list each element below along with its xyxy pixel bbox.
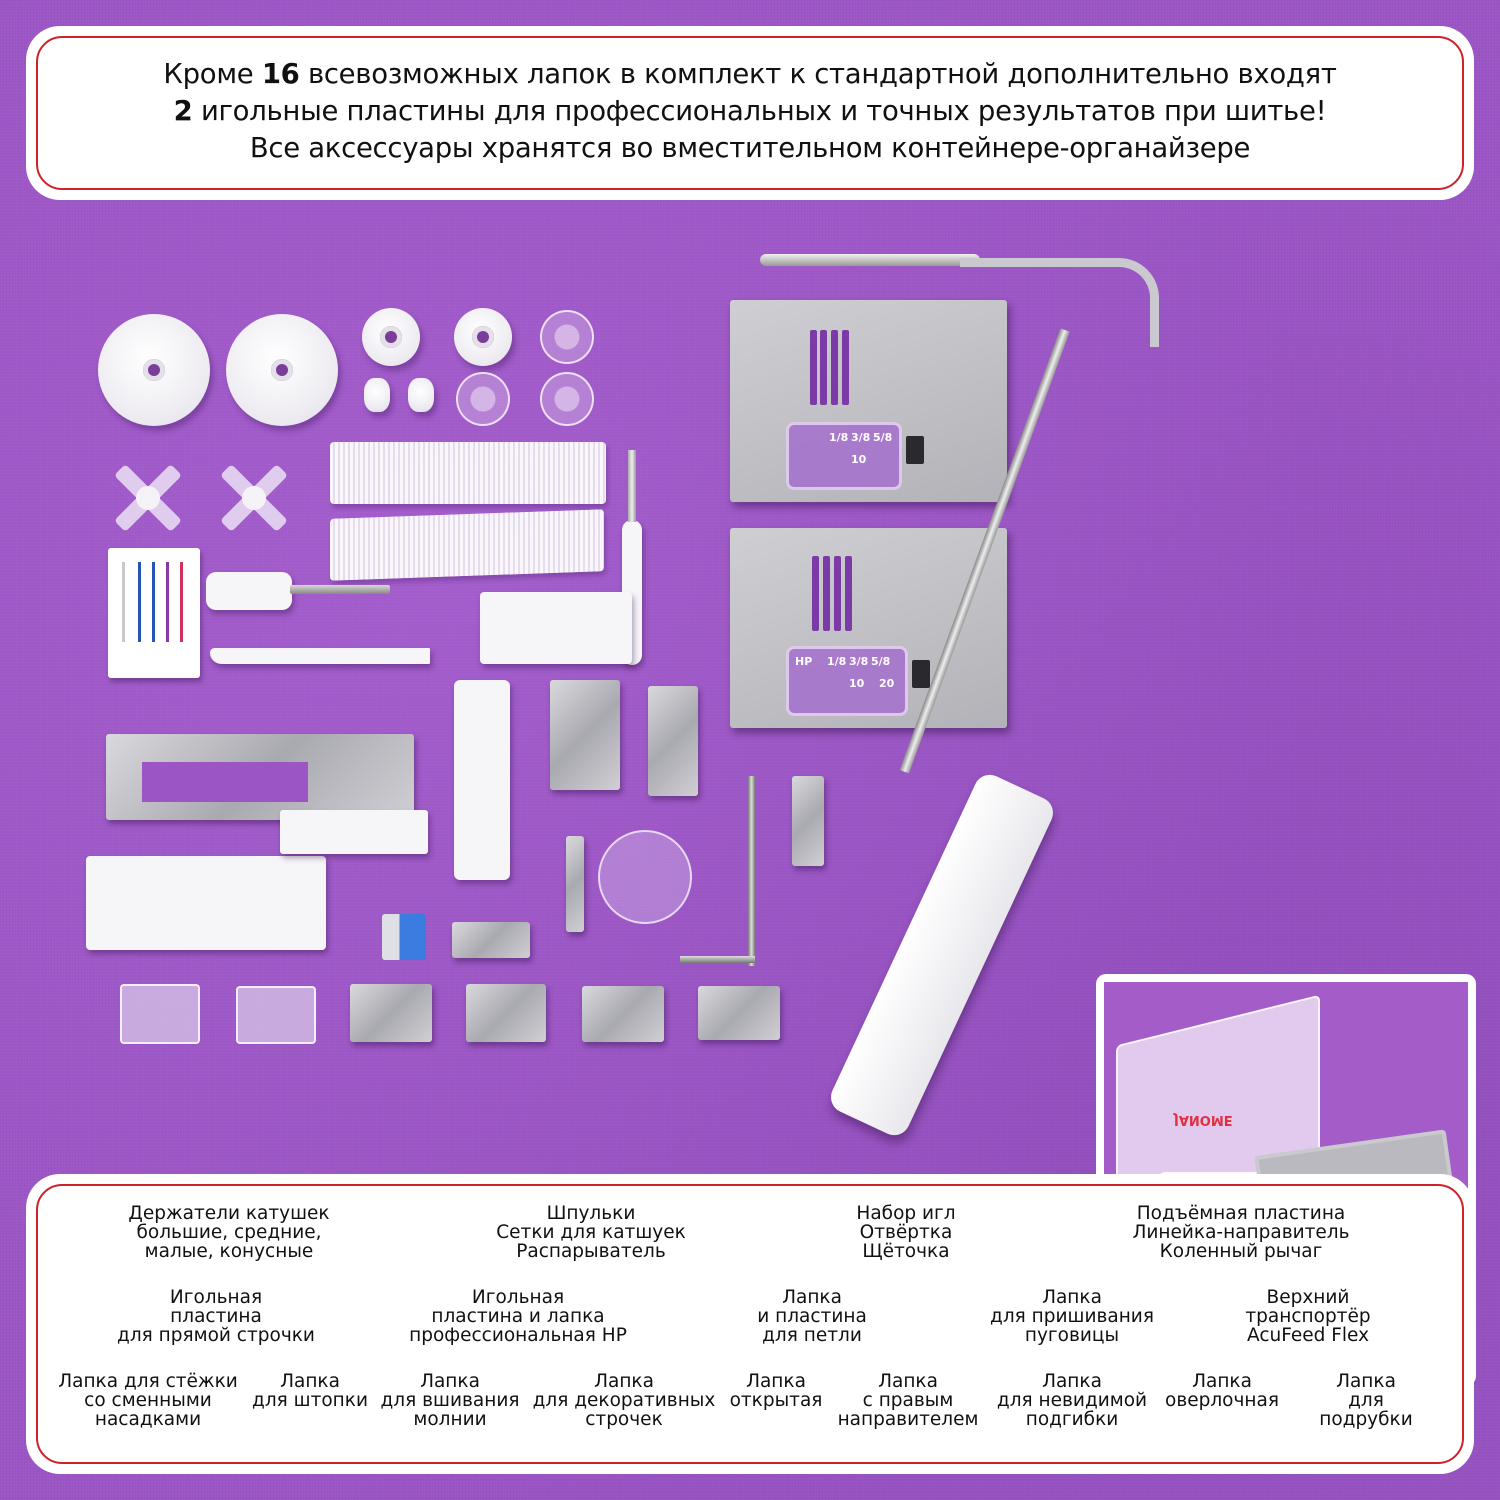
spool-holder-small (364, 378, 390, 412)
buttonhole-foot (86, 856, 326, 950)
legend-hp-plate: Игольная пластина и лапка профессиональн… (409, 1287, 627, 1346)
header-line-1: Кроме 16 всевозможных лапок в комплект к… (163, 58, 1337, 90)
legend-blind-hem-foot: Лапка для невидимой подгибки (996, 1371, 1148, 1430)
quilting-attachment (566, 836, 584, 932)
legend-quilting-foot: Лапка для стёжки со сменными насадками (58, 1371, 238, 1430)
acufeed-flex-foot (454, 680, 510, 880)
header-line-3: Все аксессуары хранятся во вместительном… (249, 132, 1251, 164)
bobbin (540, 372, 594, 426)
legend-hemmer-foot: Лапка для подрубки (1319, 1371, 1413, 1430)
header-panel: Кроме 16 всевозможных лапок в комплект к… (26, 26, 1474, 200)
legend-lift-plate: Подъёмная пластина Линейка-направитель К… (1132, 1203, 1350, 1262)
seam-ripper-tip (628, 450, 636, 522)
header-line-2: 2 игольные пластины для профессиональных… (173, 95, 1327, 127)
lift-plate (480, 592, 632, 664)
spool-holder-medium (362, 308, 420, 366)
knee-lever-tip (760, 254, 980, 266)
legend-button-foot: Лапка для пришивания пуговицы (990, 1287, 1154, 1346)
header-text: Кроме 16 всевозможных лапок в комплект к… (26, 56, 1474, 167)
buttonhole-plate-window (142, 762, 308, 802)
legend-bobbins: Шпульки Сетки для катшуек Распарыватель (496, 1203, 686, 1262)
screwdriver-handle (206, 572, 292, 610)
legend-buttonhole-foot: Лапка и пластина для петли (757, 1287, 867, 1346)
knee-lever-bar (960, 258, 1159, 347)
needle-set (108, 548, 200, 678)
spool-cone-holder (108, 458, 188, 538)
straight-stitch-needle-plate: 1/8 3/8 5/8 10 (730, 300, 1007, 502)
legend-needle-set: Набор игл Отвёртка Щёточка (856, 1203, 956, 1262)
allen-key-bend (680, 956, 755, 963)
spool-holder-large (226, 314, 338, 426)
blind-hem-foot (466, 984, 546, 1042)
allen-key (748, 776, 755, 966)
bobbin (540, 310, 594, 364)
buttonhole-foot-guide (280, 810, 428, 854)
legend-acufeed: Верхний транспортёр AcuFeed Flex (1245, 1287, 1371, 1346)
overedge-foot (582, 986, 664, 1042)
zipper-foot (452, 922, 530, 958)
spool-holder-small (408, 378, 434, 412)
hp-needle-plate: HP 1/8 3/8 5/8 10 20 (730, 528, 1007, 728)
legend-right-guide-foot: Лапка с правым направителем (837, 1371, 979, 1430)
free-motion-foot (598, 830, 692, 924)
legend-panel: Держатели катушек большие, средние, малы… (26, 1174, 1474, 1474)
button-sew-foot (792, 776, 824, 866)
header-panel-frame (36, 36, 1464, 190)
bobbin (456, 372, 510, 426)
spool-net (330, 509, 604, 581)
right-guide-foot (350, 984, 432, 1042)
screwdriver-shaft (290, 585, 390, 594)
legend-decorative-foot: Лапка для декоративных строчек (532, 1371, 716, 1430)
accessories-photo: 1/8 3/8 5/8 10 HP 1/8 3/8 5/8 10 20 (0, 210, 1500, 1386)
legend-darning-foot: Лапка для штопки (252, 1371, 368, 1411)
spool-holder-medium (454, 308, 512, 366)
lint-brush (210, 648, 430, 664)
spool-cone-holder (214, 458, 294, 538)
spool-net (330, 442, 606, 504)
open-toe-foot-clear (120, 984, 200, 1044)
spool-holder-large (98, 314, 210, 426)
quilting-foot (550, 680, 620, 790)
quilting-foot (648, 686, 698, 796)
brand-label: JANOME (1174, 1112, 1233, 1127)
knee-lever-handle (825, 769, 1059, 1141)
legend-overedge-foot: Лапка оверлочная (1165, 1371, 1279, 1411)
legend-spool-holders: Держатели катушек большие, средние, малы… (128, 1203, 330, 1262)
legend-straight-plate: Игольная пластина для прямой строчки (117, 1287, 315, 1346)
open-toe-foot-clear (236, 986, 316, 1044)
darning-foot (382, 914, 426, 960)
rolled-hem-foot (698, 986, 780, 1040)
legend-open-toe-foot: Лапка открытая (729, 1371, 823, 1411)
legend-zipper-foot: Лапка для вшивания молнии (380, 1371, 520, 1430)
legend-panel-frame (36, 1184, 1464, 1464)
